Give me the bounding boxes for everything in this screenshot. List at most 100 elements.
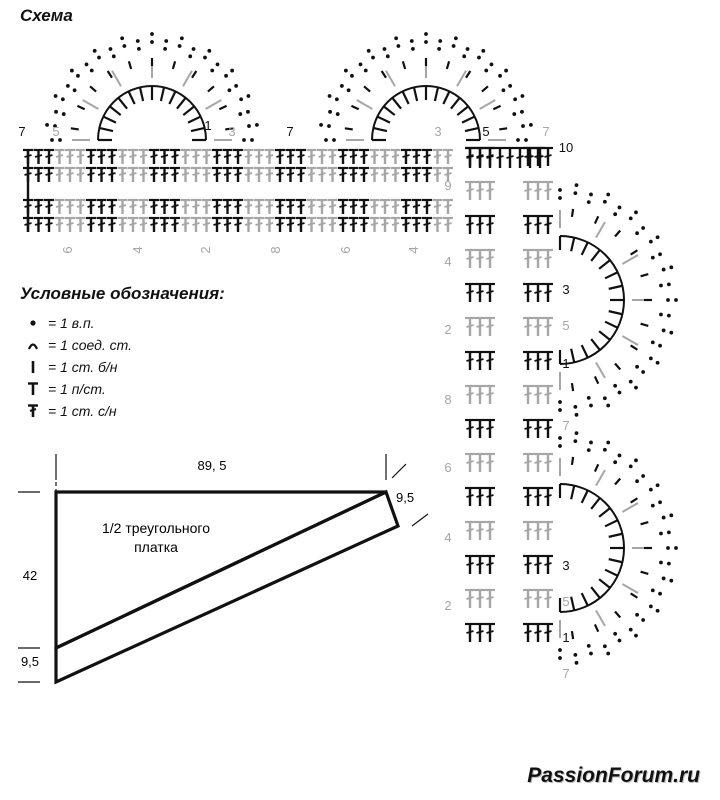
stitch-cross [524,596,532,600]
stitch-cross [412,154,421,158]
stitch-cross [476,562,484,566]
stitch-cross [476,188,484,192]
stitch-cross [360,222,368,226]
stitch-cross [234,222,242,226]
chain-dot [666,561,671,566]
top-fan-right-chain-dash [465,70,472,79]
side-fan-lower-stitch [608,558,623,564]
stitch-cross [45,222,53,226]
stitch-cross [486,426,494,430]
side-fan-upper-chain-dash [614,229,622,238]
side-fan-lower-stitch [604,568,619,577]
row-number: 10 [559,140,573,155]
chain-dot [589,440,593,445]
chain-dot [573,653,578,657]
legend-item-hdc: = 1 п/ст. [22,378,282,400]
chain-dot [346,88,351,93]
shawl-shape-diagram: 89, 5 42 9,5 9,5 1/2 треугольного платка [18,454,429,685]
side-fan-upper-chain-dash [593,375,600,385]
stitch-cross [66,204,74,208]
side-fan-lower-chain-dash [640,570,649,575]
stitch-cross [466,155,474,159]
stitch-cross [466,562,474,566]
chain-dot [350,73,354,78]
stitch-cross [544,528,552,532]
stitch-cross [339,154,347,158]
side-fan-lower-arc [559,483,625,613]
stitch-cross [444,154,452,158]
stitch-cross [526,155,534,159]
stitch-cross [486,630,494,634]
stitch-cross [402,222,410,226]
row-number: 3 [434,124,441,139]
stitch-cross [328,154,337,158]
stitch-cross [391,222,400,226]
stitch-cross [66,154,74,158]
stitch-cross [534,256,542,260]
stitch-cross [150,172,158,176]
chain-dot [602,396,607,401]
side-fan-lower-stitch [598,507,611,518]
stitch-cross [544,630,552,634]
row-number: 3 [562,558,569,573]
chain-dot [558,408,562,412]
stitch-cross [534,528,542,532]
row-number: 1 [562,630,569,645]
stitch-cross [506,155,514,159]
chain-dot [58,138,62,142]
chain-dot [53,124,57,128]
stitch-cross [192,222,200,226]
stitch-cross [524,358,532,362]
stitch-cross [139,222,148,226]
stitch-cross [360,172,368,176]
stitch-cross [286,154,295,158]
chain-dot [328,109,332,114]
stitch-cross [234,154,242,158]
stitch-cross [486,562,494,566]
top-fan-right-chain-dash [481,85,489,93]
stitch-cross [524,256,532,260]
side-fan-lower-chain-dash [570,456,575,466]
chain-dot [606,440,611,445]
side-fan-lower-picot [621,583,639,594]
legend-item-chain: = 1 в.п. [22,312,282,334]
stitch-cross [97,222,106,226]
stitch-cross [328,222,337,226]
chain-dot [382,47,387,51]
row-number: 2 [198,246,213,253]
chain-dot [238,112,243,116]
top-fan-right-stitch [442,90,451,105]
chain-dot [635,612,639,617]
stitch-cross [129,222,137,226]
chain-dot [589,403,593,408]
chain-dot [234,84,239,88]
chain-dot [520,109,524,114]
stitch-cross [476,324,484,328]
stitch-cross [349,172,358,176]
chain-dot [498,73,502,78]
stitch-cross [45,204,53,208]
stitch-cross [244,204,253,208]
chain-dot [628,379,633,384]
top-fan-right-stitch [373,126,388,133]
chain-dot [255,123,259,127]
stitch-cross [34,172,43,176]
chain-dot [666,298,670,302]
chain-dot [650,255,655,260]
chain-dot [89,68,94,73]
stitch-cross [466,460,474,464]
stitch-cross [524,222,532,226]
top-fan-left-stitch [159,87,166,102]
stitch-cross [160,172,169,176]
stitch-cross [202,172,211,176]
stitch-cross [34,204,43,208]
stitch-cross [544,392,552,396]
stitch-cross [524,324,532,328]
top-fan-right-chain-dash [344,127,353,131]
stitch-cross [265,172,274,176]
stitch-cross [234,204,242,208]
stitch-cross [444,204,452,208]
chain-dot [327,124,331,128]
chain-dot [215,62,220,67]
chain-dot [45,123,49,127]
